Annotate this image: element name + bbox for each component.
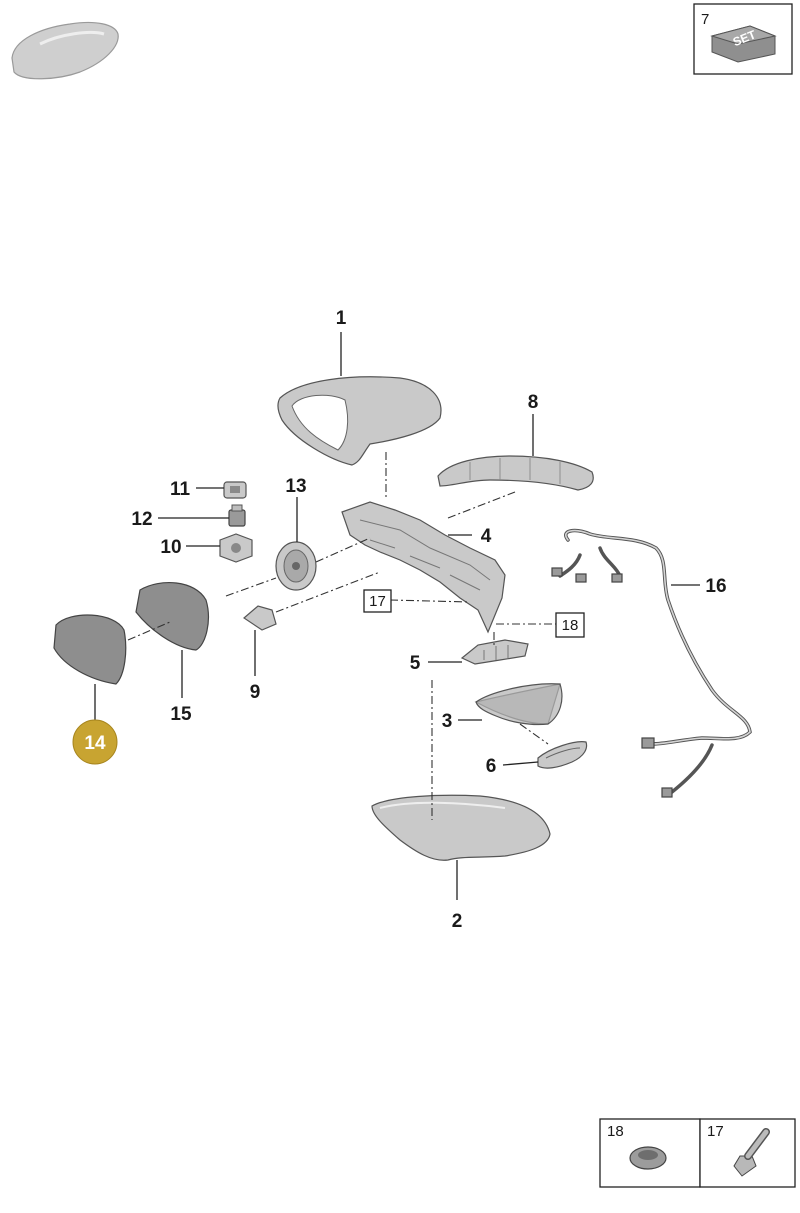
part-15-mirror-glass-carrier[interactable] [135, 581, 209, 651]
part-2-lower-cover[interactable] [371, 794, 551, 861]
part-9-puddle-lamp[interactable] [243, 605, 277, 631]
part-5-trim-frame[interactable] [460, 639, 529, 665]
part-10-socket[interactable] [219, 533, 253, 563]
callout-12[interactable]: 12 [131, 509, 152, 530]
callout-10[interactable]: 10 [160, 537, 181, 558]
callout-15[interactable]: 15 [170, 704, 192, 725]
part-12-connector[interactable] [228, 504, 246, 527]
callout-8[interactable]: 8 [528, 392, 539, 413]
part-1-mirror-housing[interactable] [277, 376, 442, 466]
callout-13[interactable]: 13 [285, 476, 306, 497]
callout-17: 17 [369, 593, 386, 610]
callout-labels: 1 8 4 11 12 10 13 9 15 16 5 3 6 2 [131, 308, 726, 932]
part-3-lower-housing[interactable] [474, 683, 563, 726]
part-14-mirror-glass[interactable] [53, 614, 127, 685]
callout-18-boxed[interactable]: 18 [555, 612, 585, 638]
callout-2[interactable]: 2 [452, 911, 463, 932]
callout-6[interactable]: 6 [486, 756, 497, 777]
callout-14: 14 [84, 733, 106, 754]
part-13-adjustment-motor[interactable] [275, 541, 317, 591]
callout-3[interactable]: 3 [442, 711, 453, 732]
detail-box-18-grommet[interactable]: 18 [599, 1118, 701, 1188]
callout-9[interactable]: 9 [250, 682, 261, 703]
detail-box-17-bolt[interactable]: 17 [699, 1118, 796, 1188]
kit-number: 7 [701, 11, 709, 28]
callout-16[interactable]: 16 [705, 576, 726, 597]
callout-14-highlighted[interactable]: 14 [72, 719, 118, 765]
callout-4[interactable]: 4 [481, 526, 492, 547]
callout-17-boxed[interactable]: 17 [363, 589, 392, 613]
callout-18: 18 [562, 617, 579, 634]
assembly-guide-lines [127, 452, 556, 820]
part-6-trim-strip[interactable] [537, 741, 588, 769]
part-16-wiring-harness[interactable] [551, 528, 752, 798]
detail-box-18-number: 18 [607, 1123, 624, 1140]
part-11-sensor[interactable] [223, 481, 247, 499]
callout-1[interactable]: 1 [336, 308, 347, 329]
callout-5[interactable]: 5 [410, 653, 421, 674]
detail-box-17-number: 17 [707, 1123, 724, 1140]
vehicle-thumbnail [11, 21, 119, 80]
leader-lines [94, 332, 700, 900]
part-8-turn-signal[interactable] [437, 455, 594, 491]
part-4-mirror-bracket[interactable] [341, 501, 506, 634]
callout-11[interactable]: 11 [170, 479, 191, 500]
kit-set-box[interactable]: 7 SET [693, 3, 793, 75]
